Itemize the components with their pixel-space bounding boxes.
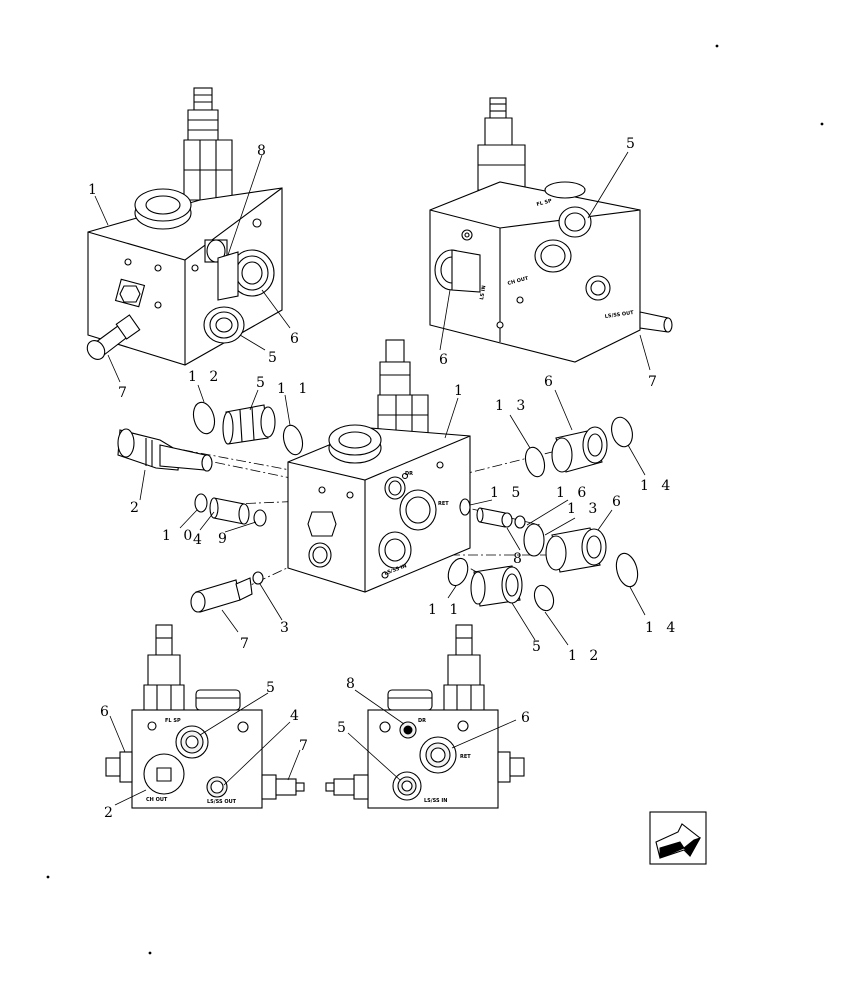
speck	[148, 951, 152, 955]
port-label-ch-out: CH OUT	[507, 275, 530, 286]
speck	[715, 44, 719, 48]
callout: 5	[266, 680, 279, 696]
callout-numbers: 1 8 6 5 7 5 6 7 1 2 5 1 1 1 1 3 6 1 4 2 …	[88, 136, 679, 821]
callout: 1 5	[490, 485, 524, 501]
callout: 5	[532, 639, 545, 655]
callout: 4	[193, 532, 206, 548]
leader-lines	[94, 151, 651, 806]
callout: 1 4	[640, 478, 674, 494]
valve-view-top-left	[86, 87, 283, 366]
callout: 9	[218, 531, 231, 547]
callout: 1 4	[645, 620, 679, 636]
callout: 8	[257, 143, 270, 159]
port-label-ch-out-b1: CH OUT	[146, 797, 168, 803]
callout: 1 2	[188, 369, 222, 385]
callout: 3	[280, 620, 293, 636]
callout: 5	[256, 375, 269, 391]
callout: 8	[346, 676, 359, 692]
valve-view-top-right: FL SP CH OUT LS IN LS/SS OUT	[429, 97, 673, 363]
speck	[46, 875, 50, 879]
callout: 6	[290, 331, 303, 347]
callout: 6	[544, 374, 557, 390]
callout: 1	[454, 383, 467, 399]
callout: 7	[648, 374, 661, 390]
port-label-ret-center: RET	[438, 501, 449, 507]
page-arrow-icon[interactable]	[649, 811, 707, 865]
callout: 1 3	[495, 398, 529, 414]
callout: 8	[513, 551, 526, 567]
port-label-ls-out: LS/SS OUT	[604, 310, 634, 320]
port-label-ls-in: LS IN	[479, 285, 487, 300]
callout: 2	[130, 500, 143, 516]
callout: 7	[118, 385, 131, 401]
port-label-fl-sp: FL SP	[536, 198, 553, 208]
callout: 1 2	[568, 648, 602, 664]
callout: 1 1	[428, 602, 462, 618]
callout: 6	[612, 494, 625, 510]
callout: 7	[299, 738, 312, 754]
port-label-ls-in-b2: LS/SS IN	[424, 798, 447, 804]
callout: 1 0	[162, 528, 196, 544]
valve-view-bottom-left: FL SP CH OUT LS/SS OUT	[105, 624, 305, 809]
callout: 6	[100, 704, 113, 720]
callout: 4	[290, 708, 303, 724]
callout: 1 3	[567, 501, 601, 517]
port-label-dr-b2: DR	[418, 718, 426, 724]
valve-view-bottom-right: DR RET LS/SS IN	[325, 624, 525, 809]
port-label-fl-sp-b1: FL SP	[165, 718, 181, 724]
valve-exploded-center: LS/SS IN DR RET	[117, 339, 639, 613]
callout: 6	[521, 710, 534, 726]
callout: 5	[626, 136, 639, 152]
callout: 1	[88, 182, 101, 198]
speck	[820, 122, 824, 126]
port-label-ret-b2: RET	[460, 754, 471, 760]
callout: 5	[337, 720, 350, 736]
port-label-ls-out-b1: LS/SS OUT	[207, 799, 237, 805]
callout: 1 6	[556, 485, 590, 501]
port-label-dr-center: DR	[405, 471, 413, 477]
callout: 7	[240, 636, 253, 652]
callout: 2	[104, 805, 117, 821]
callout: 5	[268, 350, 281, 366]
callout: 1 1	[277, 381, 311, 397]
callout: 6	[439, 352, 452, 368]
